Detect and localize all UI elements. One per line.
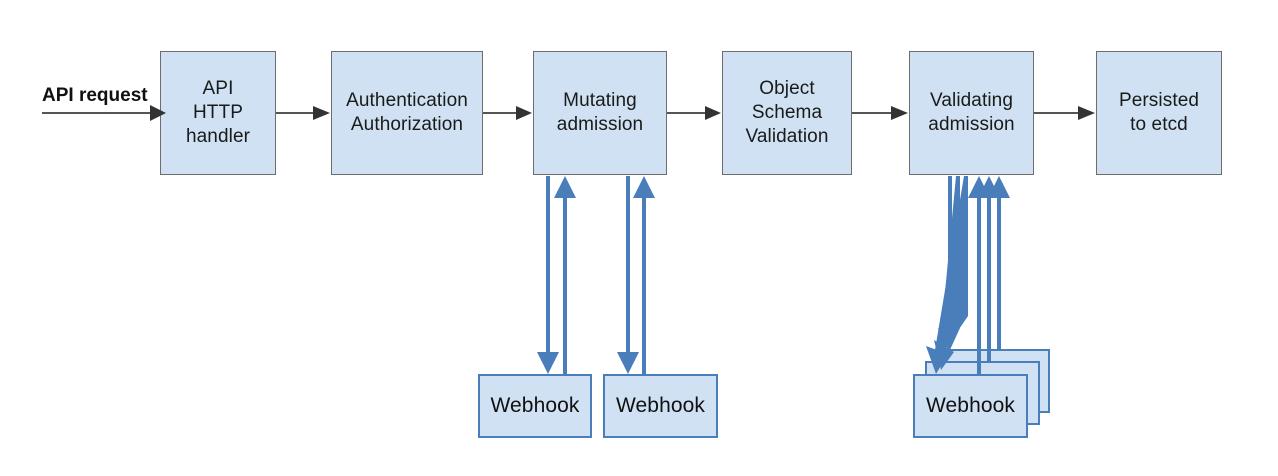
arrow-webhook-1-to-mutating (554, 176, 576, 374)
webhook-box-validating-front[interactable]: Webhook (913, 374, 1028, 438)
arrow-validating-to-webhook-stack-1 (938, 176, 960, 352)
webhook-label: Webhook (615, 393, 706, 417)
node-line: API (202, 77, 234, 99)
node-line: handler (185, 126, 251, 148)
arrow-api-request (42, 105, 166, 121)
node-validating-admission[interactable]: Validating admission (909, 51, 1034, 175)
node-mutating-admission[interactable]: Mutating admission (533, 51, 667, 175)
node-line: Authorization (350, 114, 464, 135)
webhook-box-mutating-1[interactable]: Webhook (478, 374, 592, 438)
node-line: admission (928, 114, 1015, 135)
arrow-webhook-stack-3-to-validating (988, 176, 1010, 349)
arrow-webhook-stack-2-to-validating (978, 176, 1000, 361)
node-line: Validation (745, 126, 829, 148)
webhook-box-mutating-2[interactable]: Webhook (603, 374, 718, 438)
arrow-auth-to-mutating (483, 106, 532, 120)
node-line: Mutating (563, 89, 637, 111)
node-line: Persisted (1118, 89, 1200, 111)
arrow-handler-to-auth (276, 106, 330, 120)
webhook-label: Webhook (925, 393, 1016, 417)
node-object-schema-validation[interactable]: Object Schema Validation (722, 51, 852, 175)
node-api-http-handler[interactable]: API HTTP handler (160, 51, 276, 175)
node-line: Schema (751, 101, 823, 123)
node-line: to etcd (1130, 114, 1188, 135)
arrow-webhook-2-to-mutating (633, 176, 655, 374)
arrow-webhook-stack-1-to-validating (968, 176, 990, 374)
node-line: HTTP (192, 101, 243, 123)
arrow-schema-to-validating (852, 106, 908, 120)
arrow-validating-to-webhook-stack-3 (926, 176, 968, 374)
arrow-mutating-to-webhook-1 (537, 176, 559, 374)
node-line: Object (759, 77, 815, 99)
node-authentication-authorization[interactable]: Authentication Authorization (331, 51, 483, 175)
node-persisted-to-etcd[interactable]: Persisted to etcd (1096, 51, 1222, 175)
webhook-label: Webhook (490, 393, 580, 417)
arrow-validating-to-webhook-stack-2 (934, 176, 960, 370)
api-request-label: API request (42, 85, 148, 106)
node-line: admission (556, 114, 644, 135)
arrow-validating-to-etcd (1034, 106, 1095, 120)
node-line: Authentication (346, 89, 468, 111)
node-line: Validating (929, 89, 1014, 111)
arrow-mutating-to-webhook-2 (617, 176, 639, 374)
arrow-mutating-to-schema (667, 106, 721, 120)
